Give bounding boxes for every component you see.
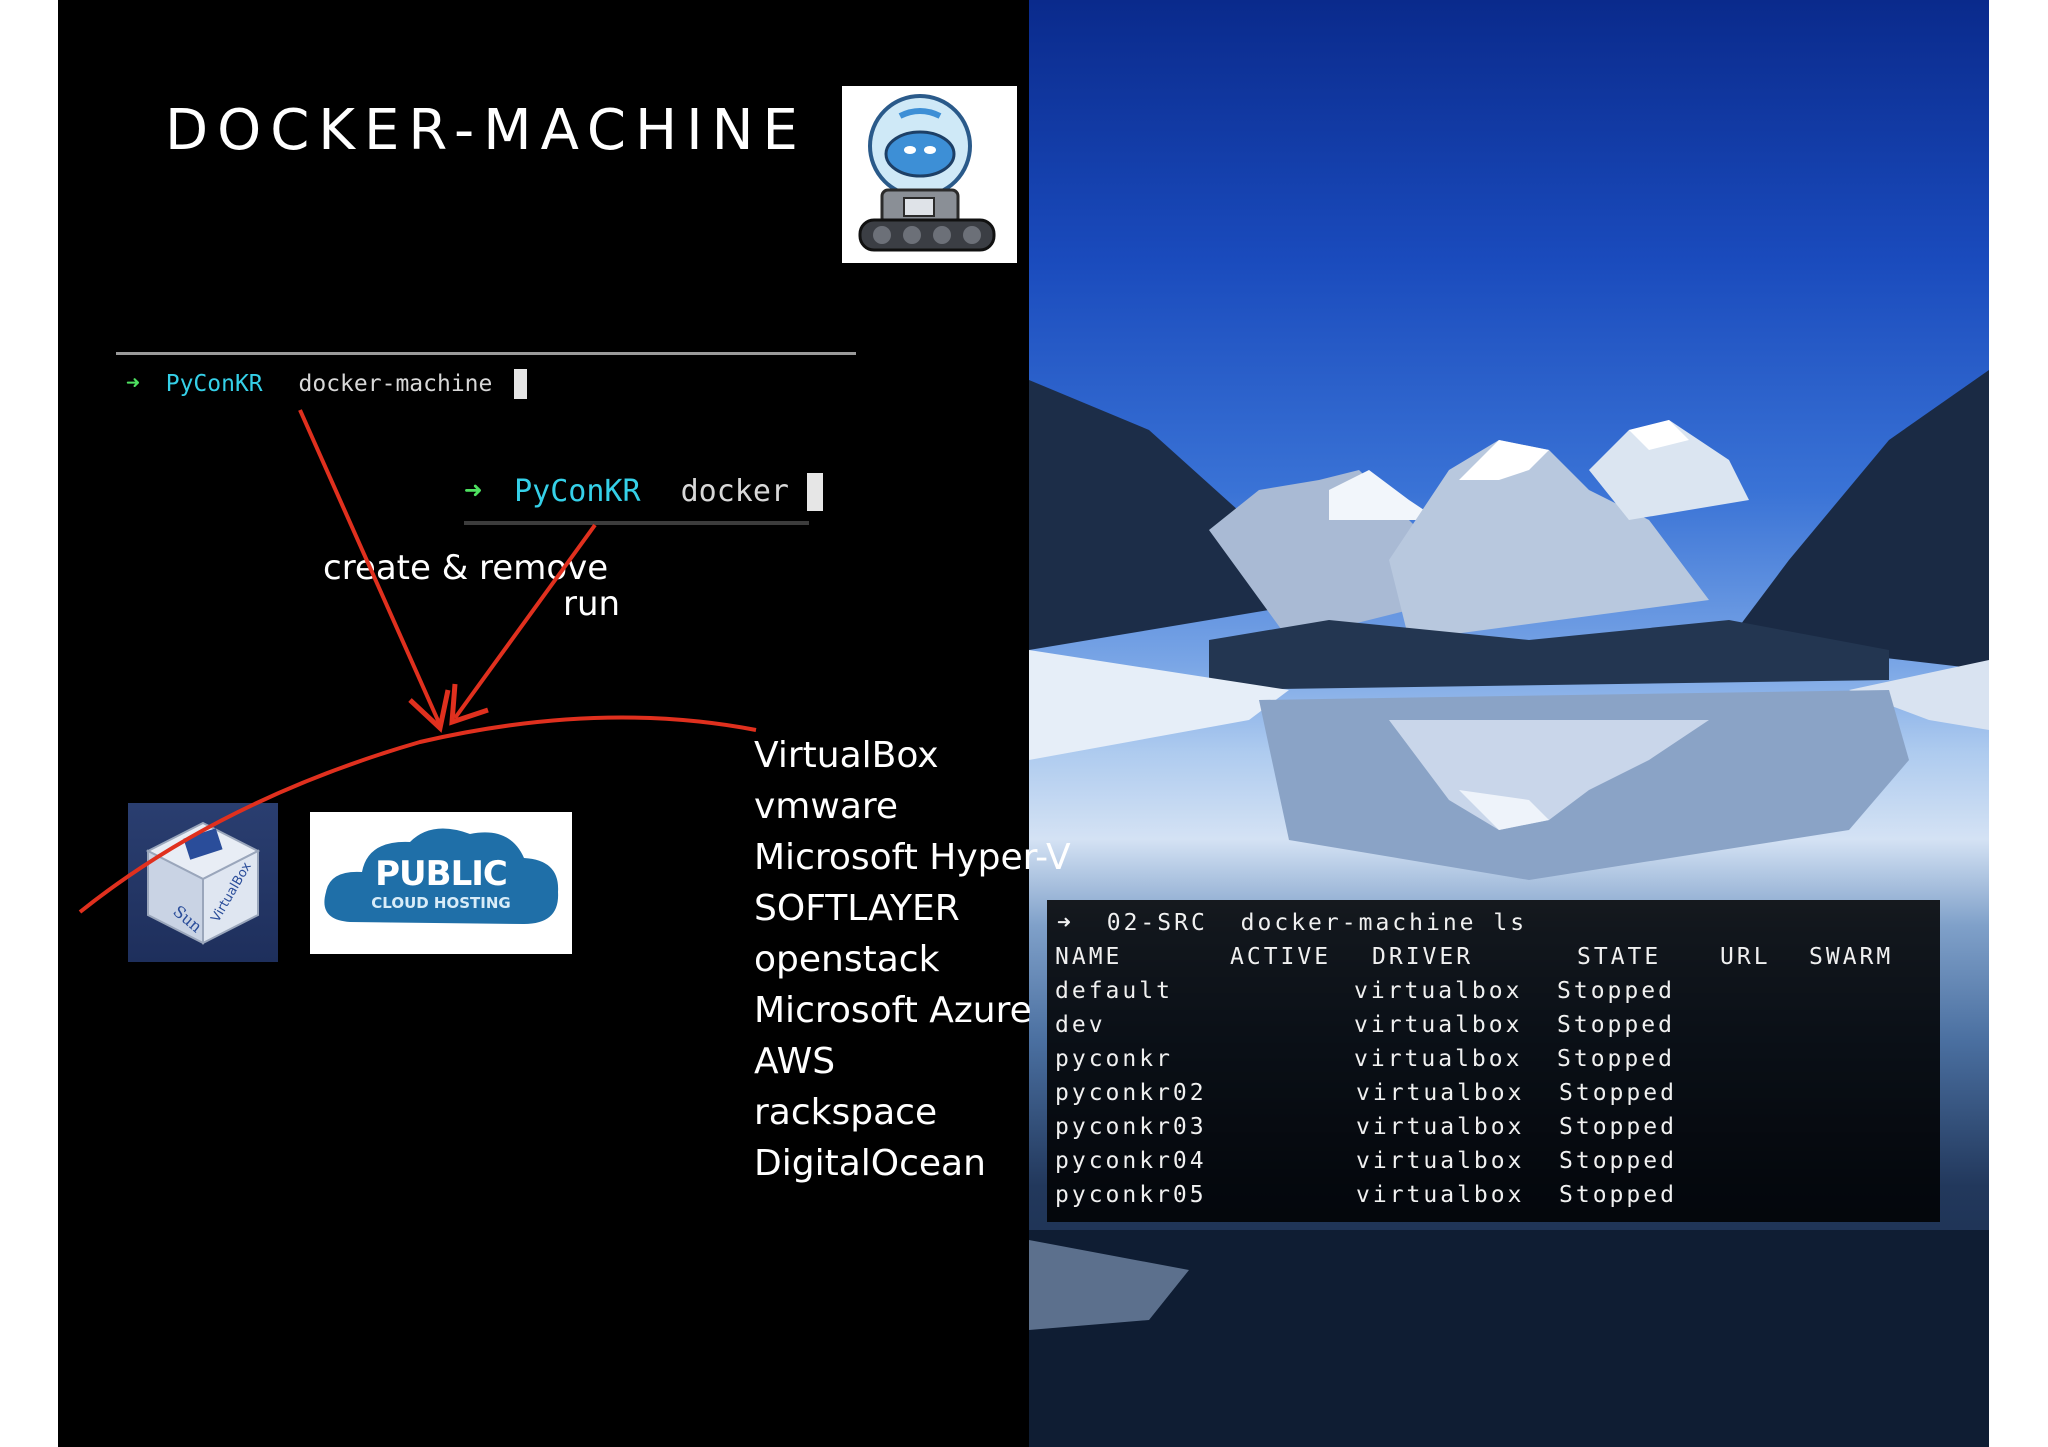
- machine-driver: virtualbox: [1356, 1148, 1525, 1174]
- terminal-prompt-line: ➜ PyConKR docker-machine: [126, 369, 528, 399]
- prompt-directory: PyConKR: [514, 473, 641, 509]
- ls-header-name: NAME: [1055, 944, 1123, 970]
- machine-state: Stopped: [1559, 1148, 1677, 1174]
- list-item: vmware: [754, 786, 899, 827]
- machine-state: Stopped: [1557, 1046, 1675, 1072]
- machine-name: pyconkr04: [1055, 1148, 1207, 1174]
- ls-prompt-line: ➜ 02-SRC docker-machine ls: [1057, 910, 1527, 936]
- machine-state: Stopped: [1557, 1012, 1675, 1038]
- list-item: Microsoft Hyper-V: [754, 837, 1071, 878]
- list-item: AWS: [754, 1041, 836, 1082]
- machine-driver: virtualbox: [1356, 1080, 1525, 1106]
- docker-machine-mascot-icon: [858, 94, 996, 252]
- driver-list: VirtualBox vmware Microsoft Hyper-V SOFT…: [754, 730, 1071, 1189]
- virtualbox-cube-icon: Sun VirtualBox: [145, 821, 261, 945]
- cloud-logo-subtitle: CLOUD HOSTING: [371, 894, 511, 912]
- mountain-lake-photo: [1029, 370, 1989, 1447]
- landscape-background: [1029, 0, 1989, 1447]
- machine-driver: virtualbox: [1354, 978, 1523, 1004]
- ls-header-state: STATE: [1577, 944, 1662, 970]
- machine-state: Stopped: [1559, 1182, 1677, 1208]
- ls-prompt-directory: 02-SRC: [1106, 910, 1208, 936]
- slide-title: DOCKER-MACHINE: [165, 98, 807, 163]
- terminal-cursor: [514, 369, 528, 399]
- ls-header-swarm: SWARM: [1809, 944, 1894, 970]
- docker-machine-ls-output: ➜ 02-SRC docker-machine ls NAME ACTIVE D…: [1047, 900, 1940, 1222]
- ls-header-url: URL: [1720, 944, 1771, 970]
- machine-driver: virtualbox: [1354, 1012, 1523, 1038]
- public-cloud-hosting-logo: PUBLIC CLOUD HOSTING: [310, 812, 572, 954]
- terminal-docker: ➜ PyConKR docker: [464, 465, 824, 525]
- prompt-command: docker: [680, 473, 789, 509]
- machine-name: default: [1055, 978, 1173, 1004]
- list-item: VirtualBox: [754, 735, 939, 776]
- ls-header-driver: DRIVER: [1372, 944, 1474, 970]
- list-item: SOFTLAYER: [754, 888, 960, 929]
- list-item: openstack: [754, 939, 940, 980]
- create-remove-label: create & remove: [323, 548, 609, 588]
- run-label: run: [563, 584, 621, 624]
- machine-driver: virtualbox: [1356, 1182, 1525, 1208]
- list-item: rackspace: [754, 1092, 938, 1133]
- machine-driver: virtualbox: [1354, 1046, 1523, 1072]
- machine-name: pyconkr03: [1055, 1114, 1207, 1140]
- cloud-logo-title: PUBLIC: [375, 854, 508, 894]
- prompt-command: docker-machine: [298, 370, 493, 397]
- machine-name: pyconkr: [1055, 1046, 1173, 1072]
- prompt-arrow-icon: ➜: [464, 473, 483, 509]
- machine-state: Stopped: [1559, 1080, 1677, 1106]
- machine-driver: virtualbox: [1356, 1114, 1525, 1140]
- terminal-cursor: [807, 473, 824, 511]
- docker-machine-logo: [842, 86, 1017, 263]
- machine-name: pyconkr02: [1055, 1080, 1207, 1106]
- machine-state: Stopped: [1557, 978, 1675, 1004]
- machine-state: Stopped: [1559, 1114, 1677, 1140]
- prompt-arrow-icon: ➜: [126, 370, 140, 397]
- machine-name: pyconkr05: [1055, 1182, 1207, 1208]
- ls-header-active: ACTIVE: [1230, 944, 1332, 970]
- terminal-docker-machine: ➜ PyConKR docker-machine: [116, 352, 856, 435]
- terminal-prompt-line: ➜ PyConKR docker: [464, 473, 824, 511]
- list-item: Microsoft Azure: [754, 990, 1032, 1031]
- machine-name: dev: [1055, 1012, 1106, 1038]
- virtualbox-logo: Sun VirtualBox: [128, 803, 278, 962]
- list-item: DigitalOcean: [754, 1143, 986, 1184]
- ls-prompt-command: docker-machine ls: [1240, 910, 1528, 936]
- ls-prompt-arrow-icon: ➜: [1057, 910, 1074, 936]
- prompt-directory: PyConKR: [165, 370, 263, 397]
